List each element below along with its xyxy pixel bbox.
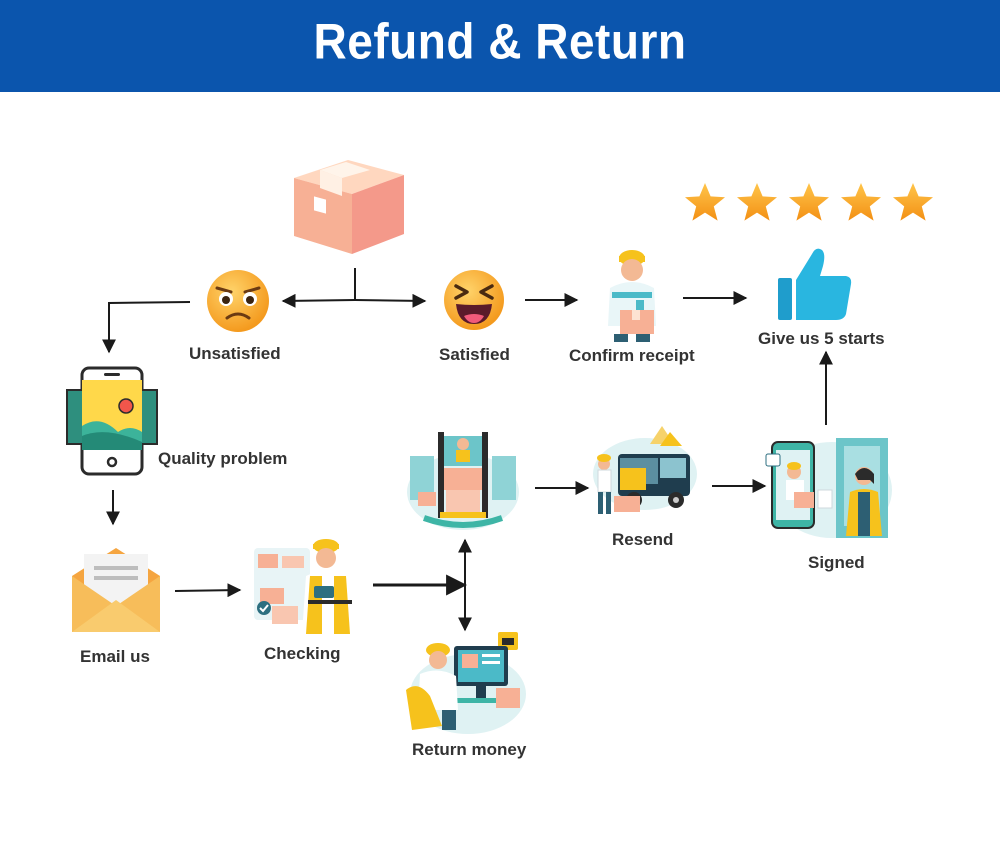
laughing-face-icon — [442, 268, 506, 332]
delivery-van-icon — [590, 424, 700, 518]
warehouse-forklift-icon — [404, 432, 522, 532]
label-email-us: Email us — [80, 647, 150, 666]
worried-face-icon — [205, 268, 271, 334]
label-return-money: Return money — [412, 740, 527, 759]
label-satisfied: Satisfied — [439, 345, 510, 364]
label-checking: Checking — [264, 644, 341, 663]
label-unsatisfied: Unsatisfied — [189, 344, 281, 363]
rating-stars — [683, 181, 935, 225]
label-quality-problem: Quality problem — [158, 449, 288, 468]
label-signed: Signed — [808, 553, 865, 572]
star-icon — [685, 183, 725, 221]
label-resend: Resend — [612, 530, 674, 549]
star-icon — [737, 183, 777, 221]
star-icon — [893, 183, 933, 221]
star-icon — [841, 183, 881, 221]
label-give-stars: Give us 5 starts — [758, 329, 885, 348]
page-title: Refund & Return — [313, 12, 687, 70]
header-banner: Refund & Return — [0, 0, 1000, 92]
envelope-icon — [70, 542, 162, 634]
arrow-to-unsatisfied — [281, 293, 356, 308]
star-icon — [789, 183, 829, 221]
mobile-delivery-signed-icon — [764, 432, 894, 542]
label-confirm-receipt: Confirm receipt — [569, 346, 695, 365]
operator-computer-icon — [402, 630, 528, 736]
courier-holding-box-icon — [598, 248, 666, 343]
arrow-to-quality — [102, 301, 191, 354]
package-box-icon — [290, 150, 410, 255]
phone-image-icon — [66, 366, 158, 476]
thumbs-up-icon — [776, 244, 854, 322]
arrow-to-checking — [174, 583, 242, 598]
arrow-to-satisfied — [354, 293, 427, 308]
worker-checking-icon — [252, 538, 360, 636]
